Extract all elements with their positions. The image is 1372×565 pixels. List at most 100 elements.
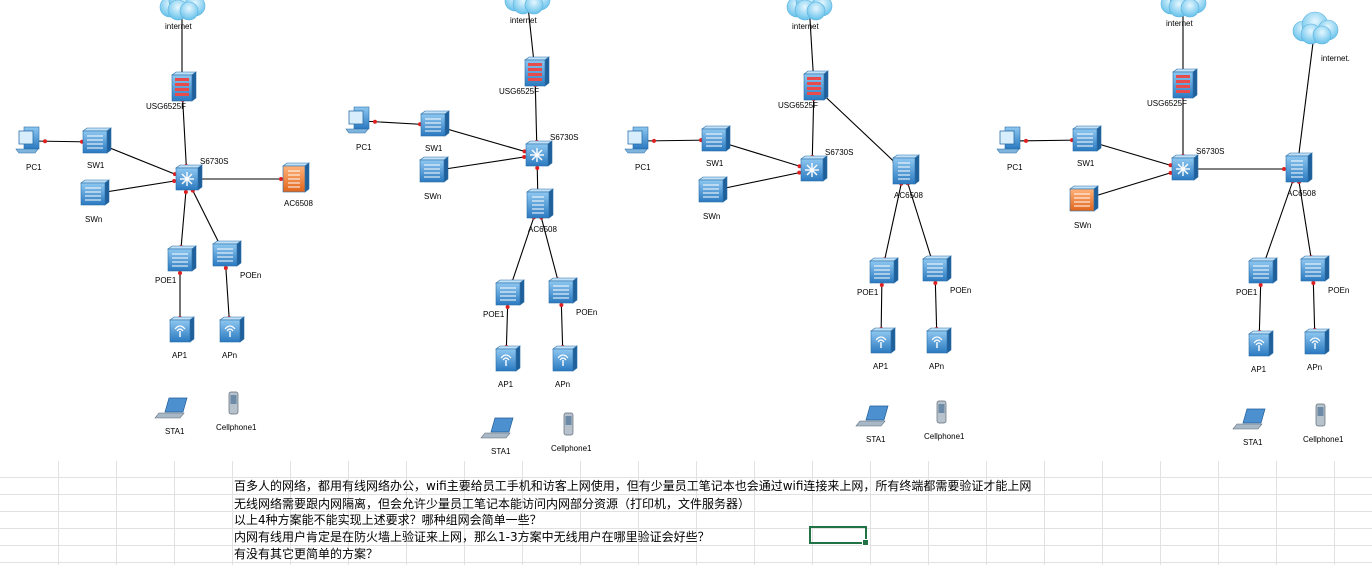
access-point-apn-icon[interactable] <box>1304 328 1330 355</box>
laptop-sta1-icon[interactable] <box>154 397 188 419</box>
grid-column-line <box>174 461 175 565</box>
grid-column-line <box>522 461 523 565</box>
port-dot <box>178 271 182 275</box>
laptop-sta1-icon[interactable] <box>855 405 889 427</box>
cellphone-icon[interactable] <box>936 400 947 424</box>
apn-label: APn <box>555 380 570 389</box>
core-switch-s6730s-icon[interactable] <box>525 140 553 167</box>
active-cell-selection[interactable] <box>809 526 869 546</box>
laptop-sta1-icon[interactable] <box>1232 408 1266 430</box>
firewall-usg6525f-icon[interactable] <box>171 71 197 102</box>
link-core-swn <box>1081 168 1184 201</box>
access-controller-ac6508-icon[interactable] <box>282 162 310 193</box>
poe-switch-poen-icon[interactable] <box>212 240 242 267</box>
poen-label: POEn <box>240 271 261 280</box>
switch-swn-icon[interactable] <box>80 179 110 206</box>
port-dot <box>933 280 938 285</box>
access-point-ap1-icon[interactable] <box>870 327 896 354</box>
cellphone-label: Cellphone1 <box>216 423 257 432</box>
access-controller-ac6508-icon[interactable] <box>1285 152 1313 183</box>
cellphone-icon[interactable] <box>563 412 574 436</box>
pc-icon[interactable] <box>15 126 40 154</box>
pc-icon[interactable] <box>624 126 649 154</box>
internet-cloud-icon[interactable] <box>1160 0 1207 18</box>
poe-switch-poe1-icon[interactable] <box>1248 257 1278 284</box>
grid-column-line <box>812 461 813 565</box>
access-point-ap1-icon[interactable] <box>495 345 521 372</box>
internet-cloud-icon[interactable] <box>159 0 206 21</box>
pc-icon[interactable] <box>996 126 1021 154</box>
access-point-apn-icon[interactable] <box>219 316 245 343</box>
grid-column-line <box>1218 461 1219 565</box>
grid-column-line <box>1334 461 1335 565</box>
internet-cloud-icon[interactable] <box>786 0 833 21</box>
question-line-5[interactable]: 有没有其它更简单的方案？ <box>234 547 379 561</box>
switch-swn-icon[interactable] <box>698 176 728 203</box>
poe-switch-poe1-icon[interactable] <box>167 245 197 272</box>
core-switch-s6730s-icon[interactable] <box>800 155 828 182</box>
port-dot <box>1311 280 1316 285</box>
grid-column-line <box>406 461 407 565</box>
access-point-ap1-icon[interactable] <box>169 316 195 343</box>
poe-switch-poen-icon[interactable] <box>922 255 952 282</box>
link-to-poe1 <box>881 170 905 273</box>
link-to-poe1 <box>507 204 539 295</box>
question-line-1[interactable]: 百多人的网络，都用有线网络办公，wifi主要给员工手机和访客上网使用，但有少量员… <box>234 479 1032 493</box>
link-core-sw1 <box>432 124 538 156</box>
switch-sw1-icon[interactable] <box>701 125 731 152</box>
grid-column-line <box>58 461 59 565</box>
poen-label: POEn <box>576 308 597 317</box>
access-point-apn-icon[interactable] <box>552 345 578 372</box>
port-dot <box>223 265 228 270</box>
port-dot <box>797 170 802 175</box>
internet-cloud-icon[interactable] <box>504 0 551 15</box>
pc-icon[interactable] <box>345 106 370 134</box>
link-core-swn <box>431 154 538 172</box>
poe-switch-poen-icon[interactable] <box>548 277 578 304</box>
question-line-3[interactable]: 以上4种方案能不能实现上述要求？哪种组网会简单一些？ <box>234 513 542 527</box>
swn-label: SWn <box>424 192 441 201</box>
firewall-usg6525f-icon[interactable] <box>524 56 550 87</box>
sta1-label: STA1 <box>866 435 886 444</box>
core-switch-label: S6730S <box>200 157 228 166</box>
poe1-label: POE1 <box>155 276 177 285</box>
question-line-2[interactable]: 无线网络需要跟内网隔离，但会允许少量员工笔记本能访问内网部分资源（打印机，文件服… <box>234 497 751 511</box>
poe-switch-poe1-icon[interactable] <box>495 279 525 306</box>
link-to-poe1 <box>1260 168 1298 273</box>
cellphone-icon[interactable] <box>1315 403 1326 427</box>
switch-sw1-icon[interactable] <box>1072 125 1102 152</box>
question-line-4[interactable]: 内网有线用户肯定是在防火墙上验证来上网，那么1-3方案中无线用户在哪里验证会好些… <box>234 530 710 544</box>
firewall-usg6525f-icon[interactable] <box>1172 68 1198 99</box>
switch-swn-icon[interactable] <box>1069 185 1099 212</box>
switch-sw1-icon[interactable] <box>420 110 450 137</box>
laptop-sta1-icon[interactable] <box>480 417 514 439</box>
port-dot <box>505 304 510 309</box>
fill-handle[interactable] <box>862 539 869 546</box>
swn-label: SWn <box>85 215 102 224</box>
internet-label: internet <box>510 16 537 25</box>
sw1-label: SW1 <box>1077 159 1095 168</box>
access-point-apn-icon[interactable] <box>926 327 952 354</box>
switch-swn-icon[interactable] <box>419 156 449 183</box>
firewall-usg6525f-icon[interactable] <box>803 70 829 101</box>
port-dot <box>522 149 527 154</box>
access-point-ap1-icon[interactable] <box>1248 330 1274 357</box>
grid-column-line <box>290 461 291 565</box>
spreadsheet-grid[interactable]: 百多人的网络，都用有线网络办公，wifi主要给员工手机和访客上网使用，但有少量员… <box>0 461 1372 565</box>
switch-sw1-icon[interactable] <box>82 127 112 154</box>
poe-switch-poe1-icon[interactable] <box>869 257 899 284</box>
port-dot <box>42 139 47 144</box>
cellphone-icon[interactable] <box>228 391 239 415</box>
port-dot <box>1168 170 1173 175</box>
access-controller-ac6508-icon[interactable] <box>892 154 920 185</box>
apn-label: APn <box>929 362 944 371</box>
core-switch-s6730s-icon[interactable] <box>1171 154 1199 181</box>
port-dot <box>1168 163 1173 168</box>
poe-switch-poen-icon[interactable] <box>1300 255 1330 282</box>
link-core-sw1 <box>1084 139 1184 170</box>
firewall-label: USG6525F <box>1147 99 1187 108</box>
access-controller-ac6508-icon[interactable] <box>526 188 554 219</box>
internet-cloud-icon[interactable] <box>1292 11 1339 45</box>
port-dot <box>183 189 188 194</box>
core-switch-s6730s-icon[interactable] <box>175 164 203 191</box>
